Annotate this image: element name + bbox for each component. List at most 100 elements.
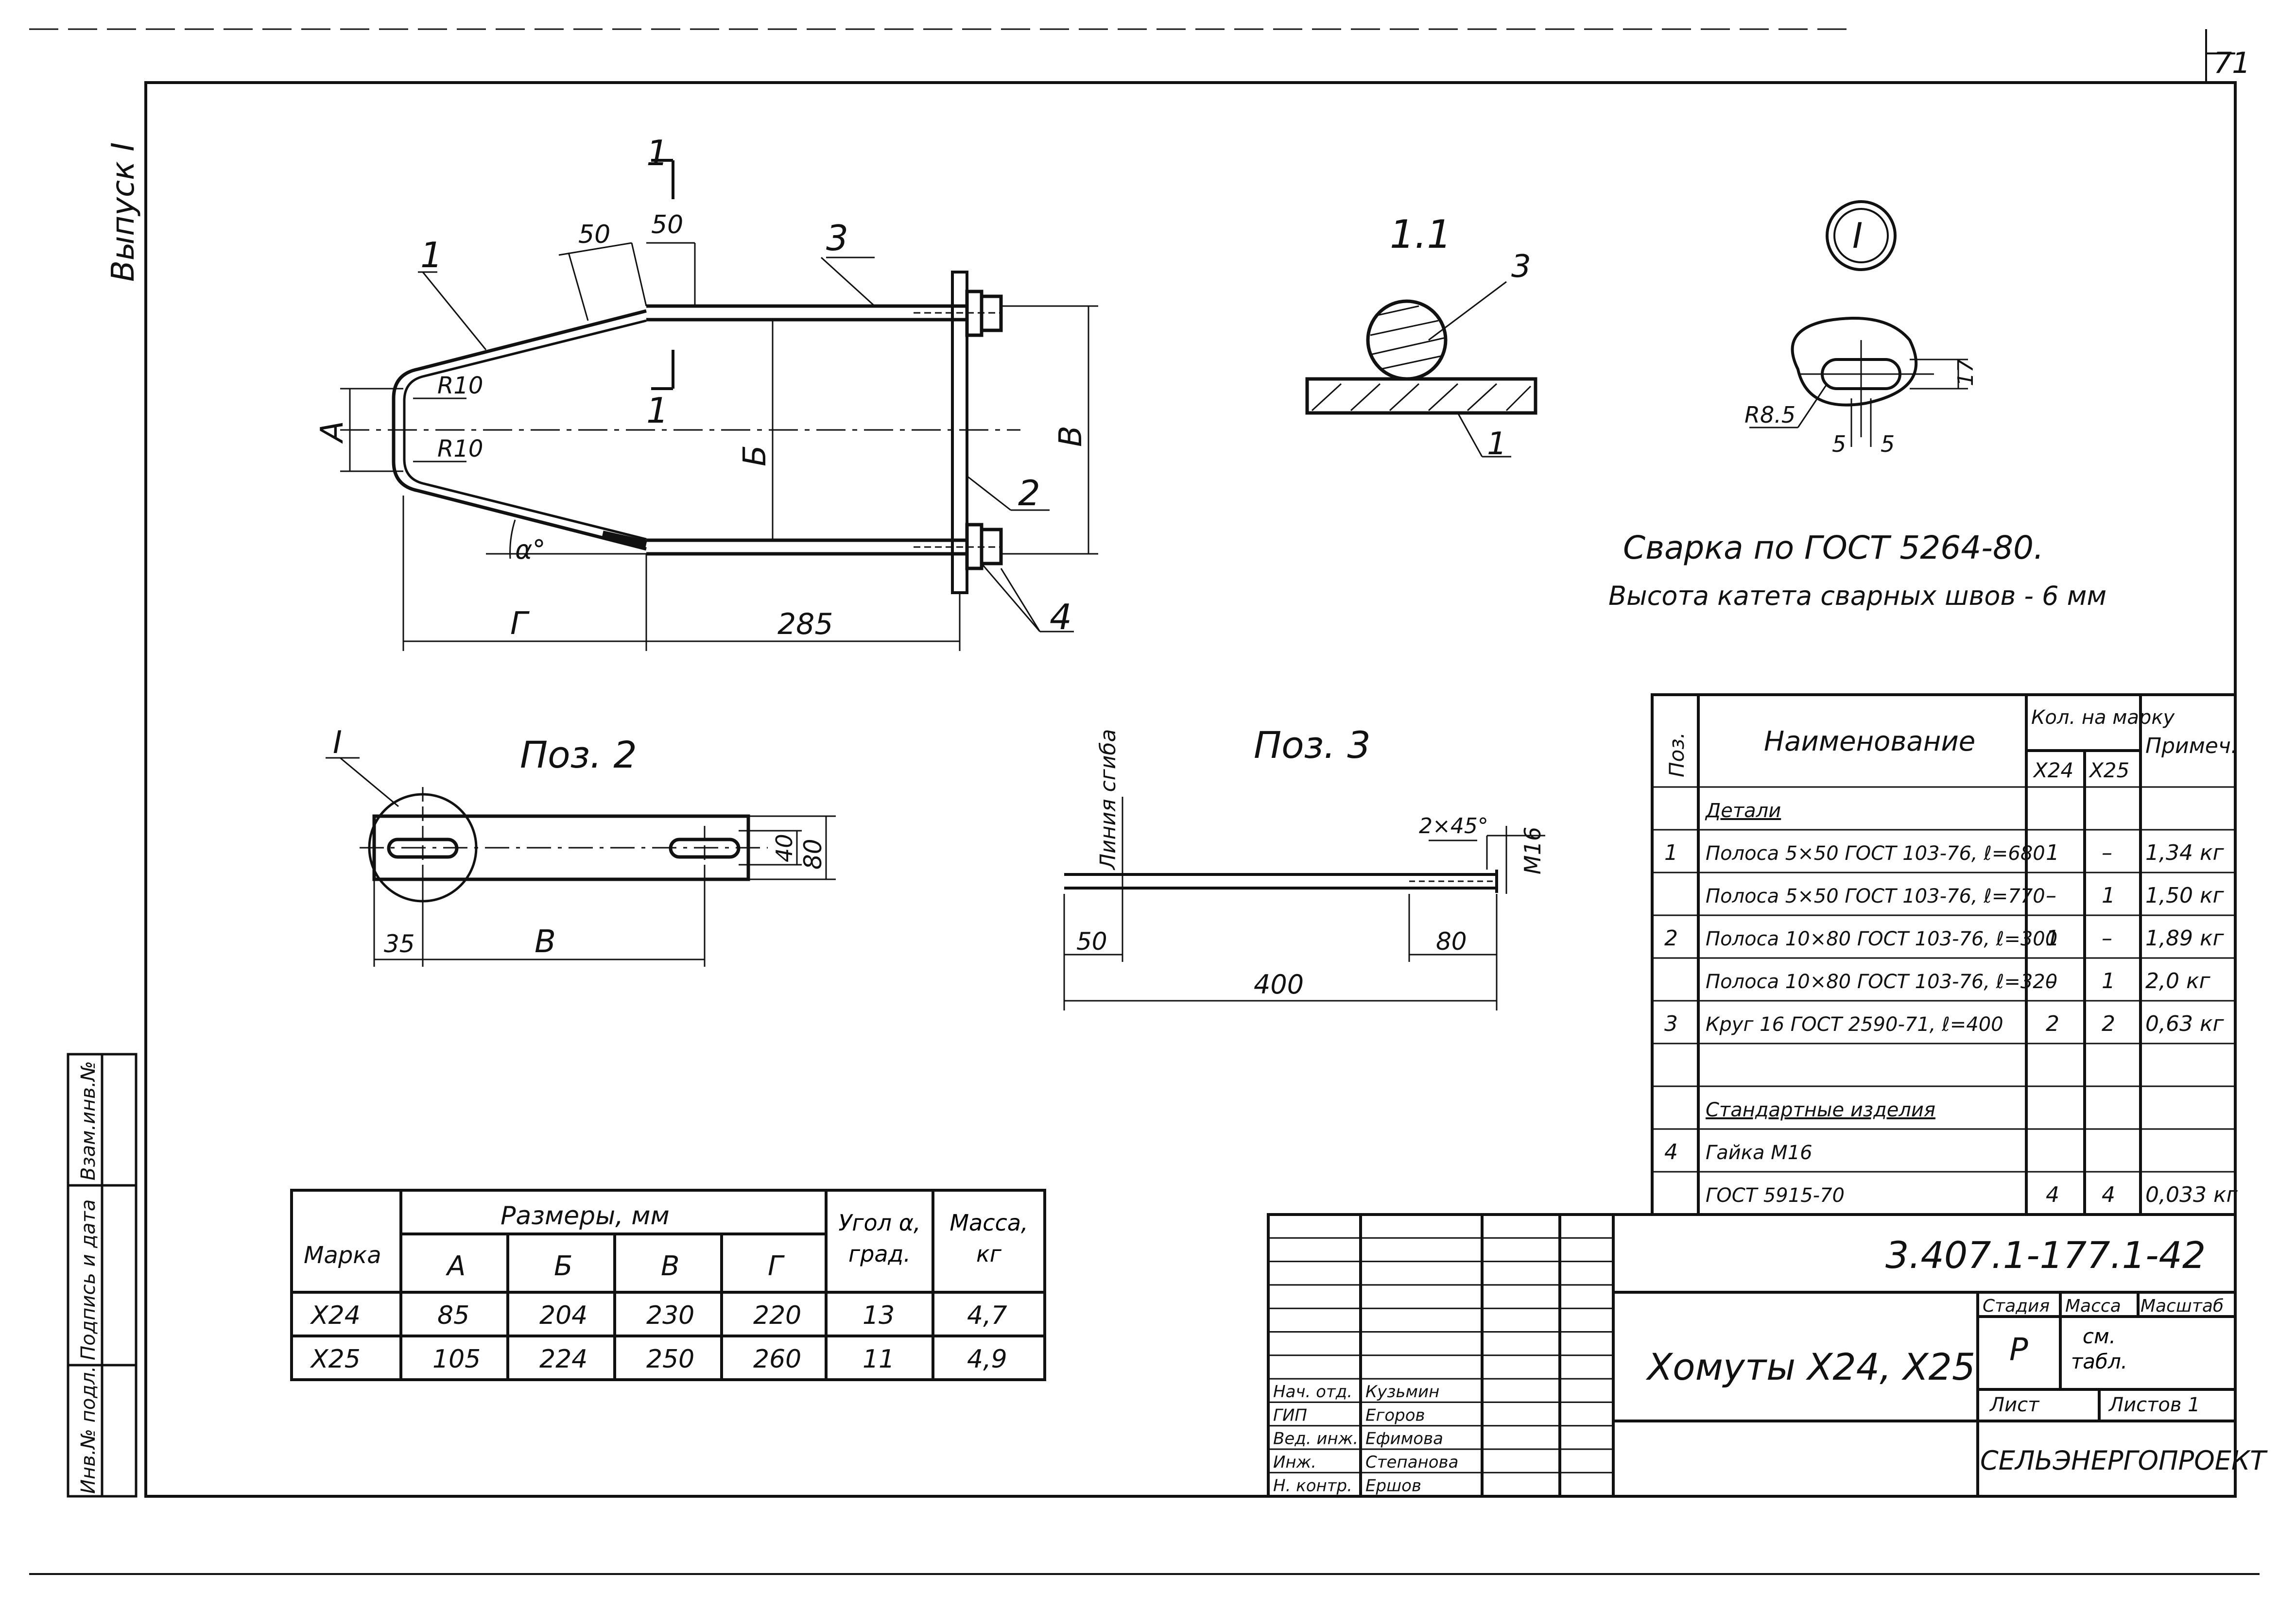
- left-stamp: [67, 1053, 138, 1498]
- spec-table: [1651, 693, 2237, 1216]
- spec-cell: –: [2046, 883, 2056, 908]
- sizes-cell: 224: [539, 1345, 587, 1374]
- sizes-rows: Х24 85 204 230 220 13 4,7 Х25 105 224 25…: [310, 1301, 1007, 1374]
- main-pos-1: 1: [420, 235, 443, 275]
- sheet-frame: [29, 28, 2260, 1575]
- spec-cell: Полоса 10×80 ГОСТ 103-76, ℓ=300: [1706, 928, 2057, 950]
- signer-name: Егоров: [1365, 1405, 1425, 1425]
- dim-50-left: 50: [578, 220, 610, 249]
- margin-label: Выпуск I: [105, 142, 141, 282]
- signer-role: ГИП: [1273, 1405, 1307, 1425]
- dim-A-label: А: [314, 421, 350, 444]
- signer-role: Н. контр.: [1273, 1476, 1352, 1495]
- spec-col-x24: Х24: [2033, 758, 2073, 782]
- main-pos-4: 4: [1050, 597, 1072, 637]
- sizes-cell: 250: [646, 1345, 694, 1374]
- table-row: Стандартные изделия: [1706, 1099, 1935, 1121]
- spec-cell: ГОСТ 5915-70: [1706, 1184, 1845, 1207]
- sizes-col-mass: Масса, кг: [949, 1210, 1028, 1267]
- pos2-detail-mark: I: [333, 725, 342, 761]
- stage-value: Р: [2009, 1332, 2028, 1368]
- sizes-col-V: В: [661, 1250, 679, 1282]
- sizes-col-sizes: Размеры, мм: [501, 1201, 670, 1231]
- stamp-replace-inv: Взам.инв.№: [77, 1061, 100, 1181]
- spec-cell: 1: [2046, 926, 2059, 951]
- spec-cell: –: [2102, 840, 2112, 865]
- dim-G-label: Г: [510, 606, 530, 642]
- sizes-table: [290, 1189, 1046, 1381]
- title-block-rows: [1268, 1237, 1613, 1473]
- signer-name: Ефимова: [1365, 1429, 1443, 1449]
- pos3-chamfer: 2×45°: [1419, 814, 1488, 839]
- detail-I-mark: I: [1852, 215, 1863, 256]
- pos2-dim-40: 40: [771, 834, 797, 862]
- clamp-main-view: [340, 159, 1098, 651]
- sizes-col-angle: Угол α, град.: [838, 1210, 921, 1267]
- pos3-thread: М16: [1519, 827, 1546, 874]
- welding-note-1: Сварка по ГОСТ 5264-80.: [1623, 529, 2044, 566]
- spec-cell: 1,34 кг: [2145, 840, 2225, 865]
- signer-role: Нач. отд.: [1273, 1382, 1352, 1402]
- sizes-cell: 204: [539, 1301, 587, 1330]
- sizes-cell: 260: [753, 1345, 801, 1374]
- spec-cell: Стандартные изделия: [1706, 1099, 1935, 1121]
- spec-cell: Полоса 5×50 ГОСТ 103-76, ℓ=770: [1706, 885, 2045, 907]
- detail-radius: R8.5: [1744, 402, 1795, 428]
- section-pos-3: 3: [1511, 249, 1531, 285]
- spec-cell: –: [2102, 926, 2112, 951]
- sizes-cell: 4,7: [967, 1301, 1007, 1330]
- pos3-dim-80: 80: [1436, 927, 1467, 956]
- spec-cell: Круг 16 ГОСТ 2590-71, ℓ=400: [1706, 1013, 2003, 1036]
- sizes-cell: 13: [863, 1301, 895, 1330]
- sizes-cell: 230: [646, 1301, 694, 1330]
- sizes-col-B: Б: [554, 1250, 572, 1282]
- pos2-plate-drawing: [326, 757, 836, 967]
- pos2-title: Поз. 2: [520, 733, 637, 776]
- dim-285-label: 285: [777, 607, 833, 641]
- spec-cell: 1,50 кг: [2145, 883, 2225, 908]
- doc-code: 3.407.1-177.1-42: [1885, 1233, 2206, 1277]
- sheets-label: Листов 1: [2108, 1394, 2200, 1416]
- scale-label: Масштаб: [2141, 1296, 2224, 1316]
- spec-cell: 2: [2102, 1011, 2115, 1036]
- spec-cell: 4: [2102, 1182, 2115, 1207]
- spec-cell: 1: [2102, 883, 2115, 908]
- signer-role: Инж.: [1273, 1453, 1316, 1472]
- main-pos-3: 3: [826, 218, 848, 258]
- table-row: Х24 85 204 230 220 13 4,7: [310, 1301, 1007, 1330]
- spec-col-qty: Кол. на марку: [2031, 706, 2175, 729]
- spec-cell: Гайка М16: [1706, 1142, 1813, 1164]
- spec-col-x25: Х25: [2089, 758, 2129, 782]
- spec-row-lines: [1652, 786, 2235, 1215]
- detail-dim-17: 17: [1953, 359, 1978, 386]
- pos2-dim-B: В: [535, 924, 556, 960]
- mass-value: см. табл.: [2071, 1324, 2128, 1373]
- spec-cell: Детали: [1705, 800, 1781, 822]
- sizes-cell: 105: [432, 1345, 481, 1374]
- doc-title: Хомуты Х24, Х25: [1645, 1345, 1975, 1388]
- pos2-dim-35: 35: [384, 930, 415, 958]
- sizes-col-mark: Марка: [304, 1242, 381, 1269]
- spec-cell: 3: [1664, 1011, 1678, 1036]
- spec-cell: 2: [2046, 1011, 2059, 1036]
- spec-col-name: Наименование: [1764, 726, 1975, 757]
- spec-cell: 0,63 кг: [2145, 1011, 2225, 1036]
- spec-col-note: Примеч.: [2145, 734, 2238, 758]
- sizes-col-G: Г: [768, 1250, 785, 1282]
- pos2-dim-80: 80: [799, 839, 827, 870]
- table-row: Полоса 5×50 ГОСТ 103-76, ℓ=770– 1 1,50 кг: [1706, 883, 2225, 908]
- stamp-sign-date: Подпись и дата: [77, 1199, 100, 1360]
- table-row: Детали: [1705, 800, 1781, 822]
- spec-cell: 1: [2046, 840, 2059, 865]
- pos3-dim-50: 50: [1076, 927, 1107, 956]
- section-pos-1: 1: [1487, 426, 1507, 462]
- sizes-cell: 220: [753, 1301, 801, 1330]
- sizes-cell: 11: [863, 1345, 895, 1374]
